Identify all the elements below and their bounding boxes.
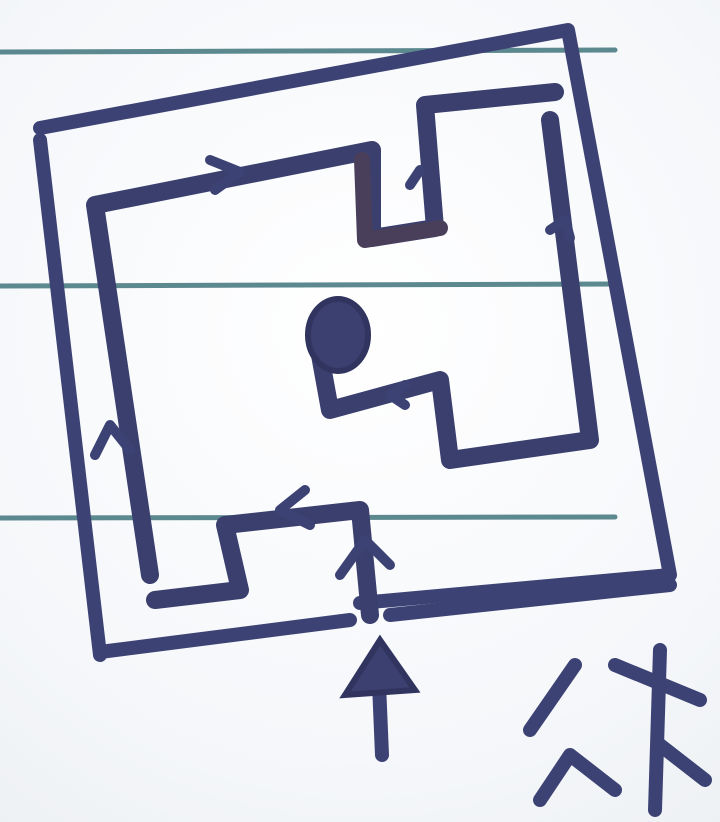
goal-dot bbox=[308, 299, 368, 371]
inner-wall-bottom-left bbox=[155, 510, 370, 615]
rule-line-top bbox=[0, 50, 615, 52]
rule-line-middle bbox=[0, 284, 615, 286]
label-stroke-1 bbox=[530, 665, 575, 730]
handwritten-entrance-label bbox=[530, 650, 705, 810]
label-stroke-4 bbox=[655, 650, 660, 810]
label-stroke-5 bbox=[660, 745, 705, 780]
entrance-arrowhead bbox=[345, 640, 415, 695]
label-stroke-2 bbox=[540, 755, 615, 800]
outer-wall-bottom-left bbox=[100, 620, 350, 652]
arrow-down-notch bbox=[410, 170, 420, 185]
